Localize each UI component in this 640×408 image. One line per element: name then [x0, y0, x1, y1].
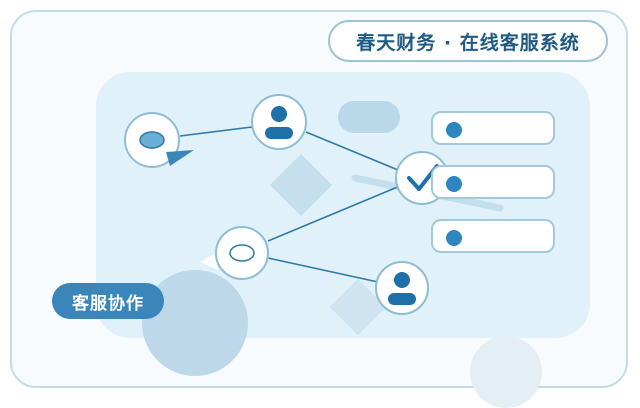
chat-bubble-icon [124, 112, 194, 168]
message-bubble-icon [200, 226, 269, 280]
decor-circle-large [142, 270, 248, 376]
placeholder-pill [338, 101, 400, 133]
list-row [431, 165, 555, 199]
user-avatar-icon [251, 94, 307, 150]
user-avatar-icon [375, 261, 429, 315]
decor-circle-corner [470, 336, 542, 408]
status-dot-icon [446, 122, 462, 138]
status-dot-icon [446, 176, 462, 192]
collaboration-tag: 客服协作 [52, 283, 164, 319]
link-line [267, 185, 401, 242]
link-line [305, 131, 399, 171]
list-row [431, 111, 555, 145]
link-line [267, 257, 379, 283]
list-row [431, 219, 555, 253]
link-line [179, 126, 253, 137]
page-title: 春天财务 · 在线客服系统 [328, 20, 608, 62]
status-dot-icon [446, 230, 462, 246]
